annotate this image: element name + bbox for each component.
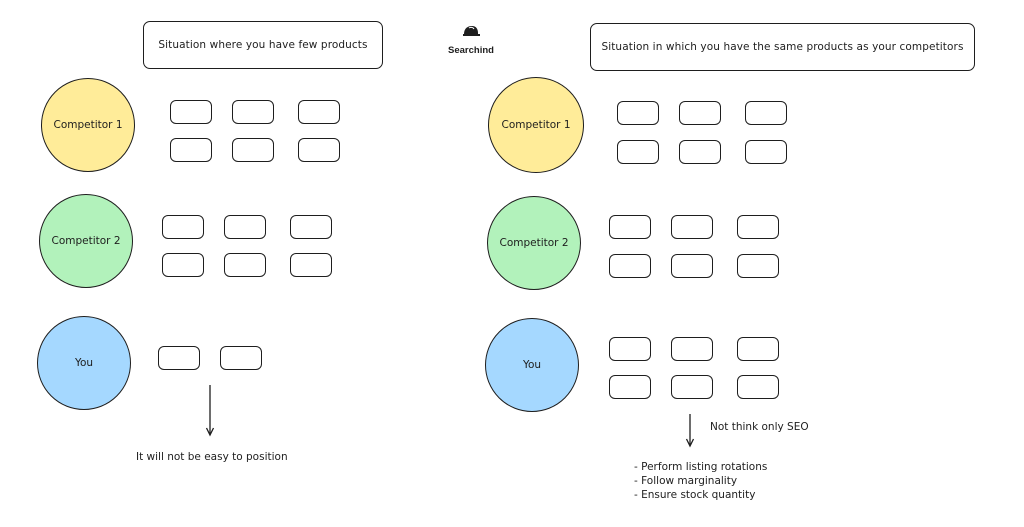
right-you-product xyxy=(737,337,779,361)
right-you-product xyxy=(671,375,713,399)
right-down-arrow xyxy=(685,414,695,448)
right-you-circle: You xyxy=(485,318,579,412)
left-c1-product xyxy=(232,100,274,124)
right-you-product xyxy=(671,337,713,361)
action-item: Follow marginality xyxy=(634,474,767,488)
right-c1-product xyxy=(745,140,787,164)
right-note-text: Not think only SEO xyxy=(710,421,809,433)
right-c1-product xyxy=(679,140,721,164)
right-you-product xyxy=(737,375,779,399)
action-item: Perform listing rotations xyxy=(634,460,767,474)
action-item: Ensure stock quantity xyxy=(634,488,767,502)
left-c2-product xyxy=(224,253,266,277)
left-conclusion-text: It will not be easy to position xyxy=(136,451,288,463)
brand-logo: Searchind xyxy=(446,24,496,56)
left-c2-product xyxy=(224,215,266,239)
left-you-product xyxy=(158,346,200,370)
right-c2-product xyxy=(609,215,651,239)
right-c2-product xyxy=(671,215,713,239)
right-competitor-2-circle: Competitor 2 xyxy=(487,196,581,290)
left-competitor-2-circle: Competitor 2 xyxy=(39,194,133,288)
right-c2-product xyxy=(737,254,779,278)
left-c2-product xyxy=(290,253,332,277)
left-you-circle: You xyxy=(37,316,131,410)
right-c2-product xyxy=(609,254,651,278)
right-actions-list: Perform listing rotations Follow margina… xyxy=(634,460,767,502)
brand-name: Searchind xyxy=(448,45,494,56)
left-c1-product xyxy=(298,138,340,162)
right-c1-product xyxy=(617,101,659,125)
left-scenario-title: Situation where you have few products xyxy=(143,21,383,69)
left-c2-product xyxy=(162,215,204,239)
left-c1-product xyxy=(232,138,274,162)
right-c1-product xyxy=(679,101,721,125)
right-scenario-title: Situation in which you have the same pro… xyxy=(590,23,975,71)
left-c2-product xyxy=(290,215,332,239)
cap-icon xyxy=(463,26,480,36)
right-c1-product xyxy=(745,101,787,125)
left-down-arrow xyxy=(205,385,215,437)
right-you-product xyxy=(609,375,651,399)
right-c2-product xyxy=(671,254,713,278)
right-competitor-1-circle: Competitor 1 xyxy=(488,77,584,173)
right-c2-product xyxy=(737,215,779,239)
right-c1-product xyxy=(617,140,659,164)
left-c2-product xyxy=(162,253,204,277)
left-competitor-1-circle: Competitor 1 xyxy=(41,78,135,172)
left-c1-product xyxy=(170,138,212,162)
left-c1-product xyxy=(298,100,340,124)
right-you-product xyxy=(609,337,651,361)
left-you-product xyxy=(220,346,262,370)
left-c1-product xyxy=(170,100,212,124)
